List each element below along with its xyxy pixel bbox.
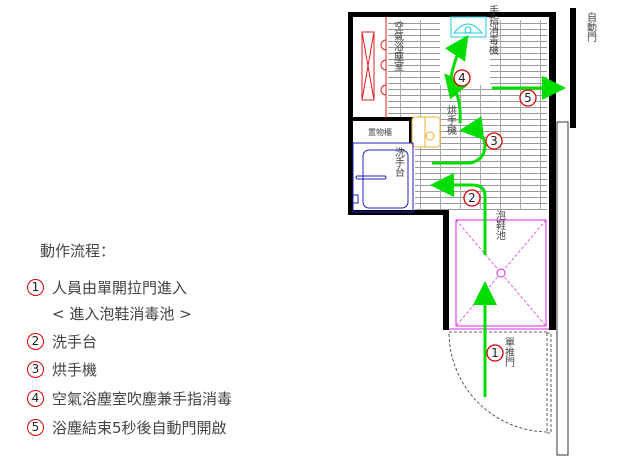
step-number-icon: 5 <box>27 419 44 436</box>
arrow-step-3 <box>432 116 487 165</box>
sink-label: 洗手台 <box>393 147 405 178</box>
air-shower-fan-icon <box>361 31 387 101</box>
svg-text:4: 4 <box>458 71 466 85</box>
finger-disinfector-label: 手指消毒機 <box>487 4 499 56</box>
legend-text: 人員由單開拉門進入 <box>52 279 188 297</box>
svg-text:5: 5 <box>524 91 532 105</box>
foot-bath-icon <box>449 219 549 330</box>
step-4-marker: 4 <box>453 69 471 87</box>
legend-item: < 進入泡鞋消毒池 > <box>52 303 192 324</box>
legend-item: 4 空氣浴塵室吹塵兼手指消毒 <box>27 388 232 409</box>
locker-label: 置物櫃 <box>368 127 392 137</box>
step-2-marker: 2 <box>463 189 481 207</box>
svg-text:2: 2 <box>468 191 476 205</box>
step-1-marker: 1 <box>486 344 504 362</box>
hand-dryer-icon <box>411 116 441 148</box>
hand-dryer-label: 烘手機 <box>445 105 457 136</box>
arrow-step-4b <box>445 35 469 83</box>
locker-wall <box>348 117 413 121</box>
foot-bath-label: 泡鞋池 <box>494 209 506 240</box>
step-markers: 1 2 3 4 5 <box>453 69 537 362</box>
legend-text: 浴塵結束5秒後自動門開啟 <box>52 419 227 437</box>
flow-arrows <box>430 35 566 397</box>
push-door-label: 單推門 <box>503 337 515 368</box>
legend-text: < 進入泡鞋消毒池 > <box>52 305 192 323</box>
legend-title: 動作流程： <box>40 242 116 260</box>
sink-icon <box>352 142 414 213</box>
legend-item: 3 烘手機 <box>27 359 97 380</box>
step-number-icon: 3 <box>27 361 44 378</box>
auto-door[interactable] <box>570 8 576 128</box>
step-number-icon: 4 <box>27 390 44 407</box>
legend-text: 空氣浴塵室吹塵兼手指消毒 <box>52 390 233 408</box>
step-5-marker: 5 <box>519 89 537 107</box>
svg-text:3: 3 <box>490 134 498 148</box>
auto-door-label: 自動門 <box>585 11 597 43</box>
legend-item: 5 浴塵結束5秒後自動門開啟 <box>27 417 227 438</box>
finger-disinfector-icon <box>450 16 487 38</box>
step-number-icon: 2 <box>27 333 44 350</box>
legend-item: 2 洗手台 <box>27 331 97 352</box>
push-door-icon <box>448 331 552 434</box>
svg-text:1: 1 <box>491 346 499 360</box>
step-number-icon: 1 <box>27 279 44 296</box>
arrow-step-2 <box>430 173 487 215</box>
door-track <box>556 121 569 456</box>
legend-item: 1 人員由單開拉門進入 <box>27 277 187 298</box>
air-shower-label: 空氣浴塵室 <box>392 20 404 71</box>
legend-text: 洗手台 <box>52 333 98 351</box>
step-3-marker: 3 <box>485 132 503 150</box>
legend-text: 烘手機 <box>52 361 98 379</box>
